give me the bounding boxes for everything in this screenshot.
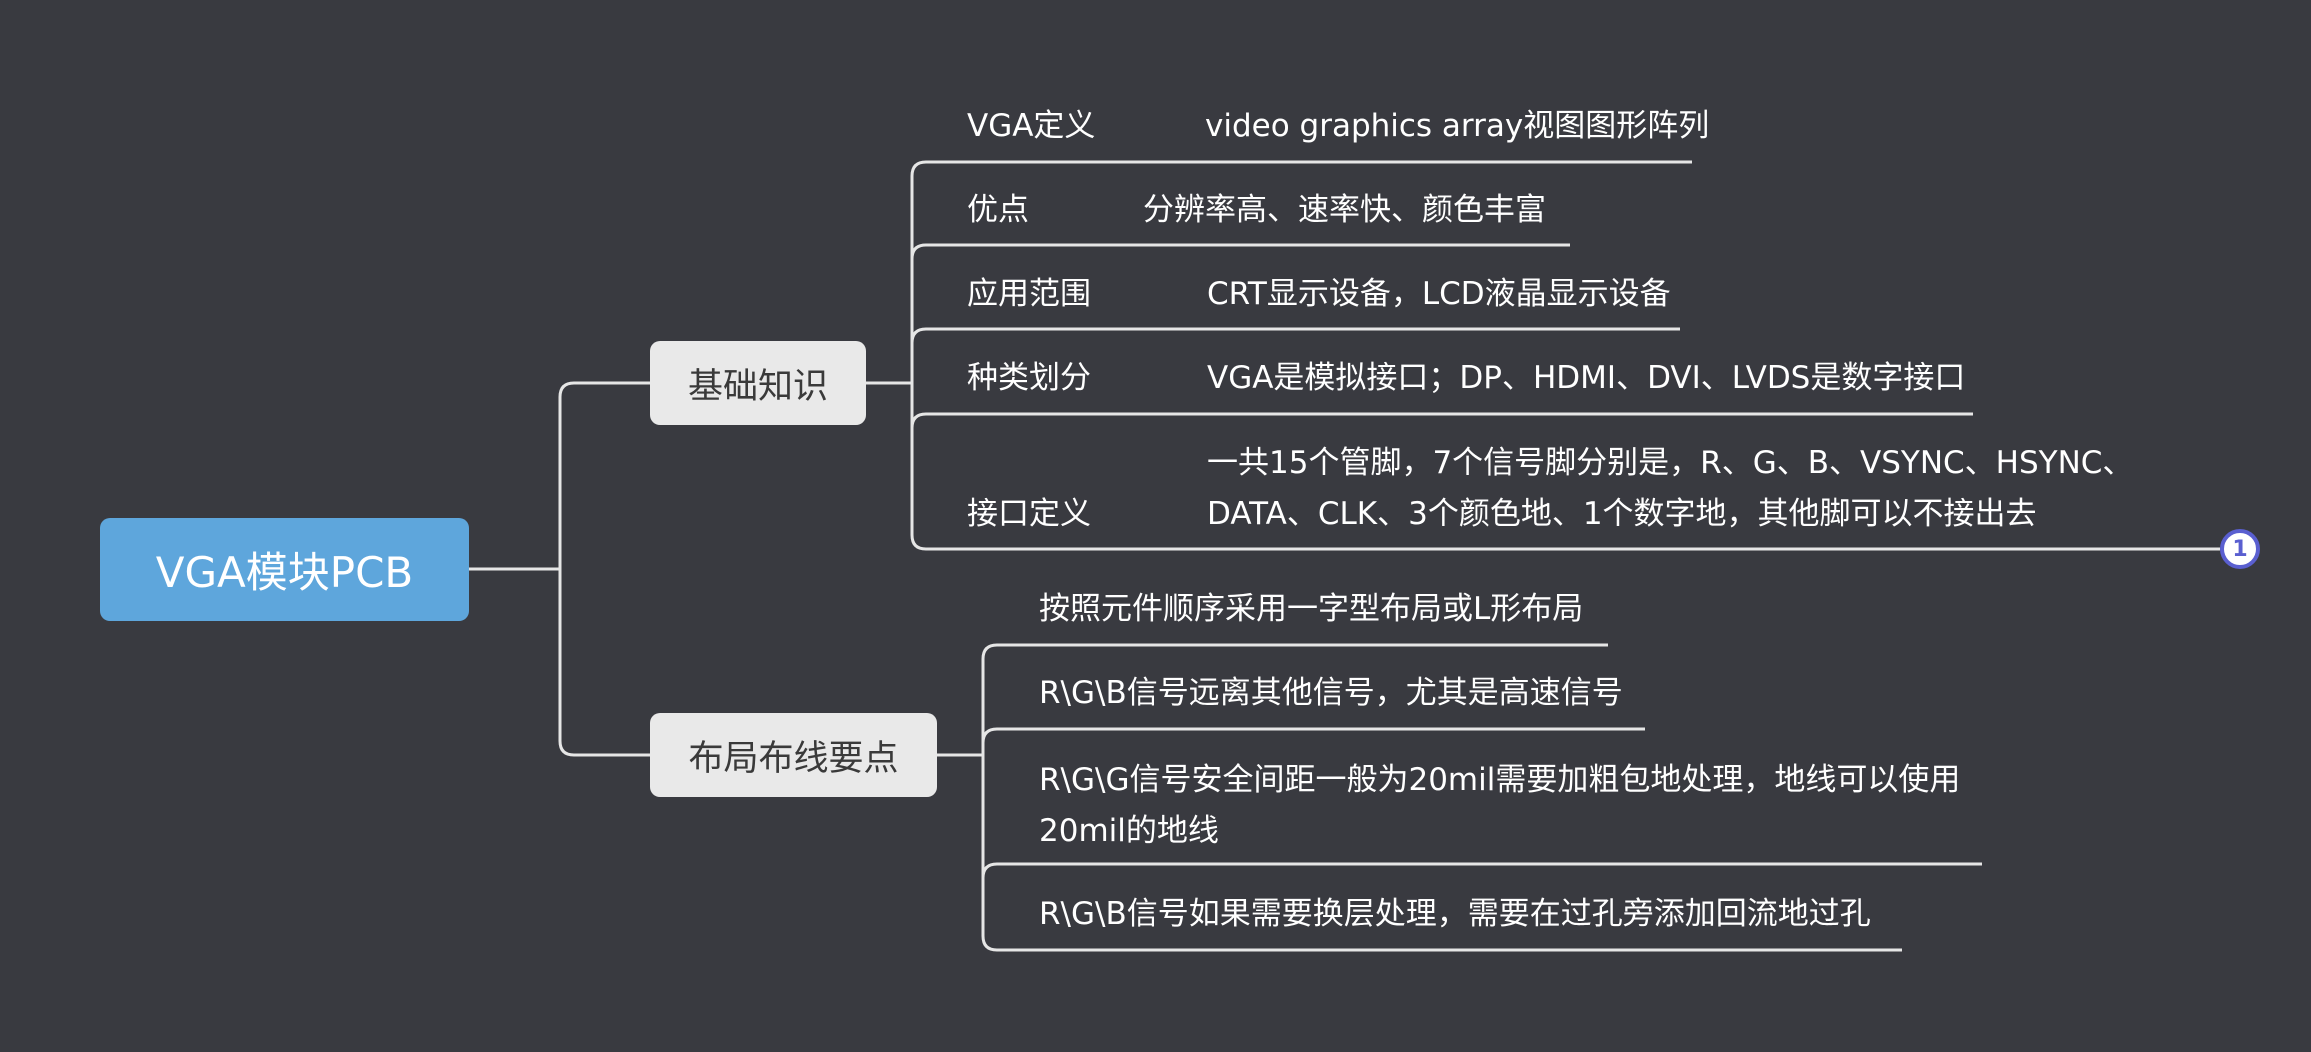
subtopic-rgb-spacing[interactable]: R\G\G信号安全间距一般为20mil需要加粗包地处理，地线可以使用20mil的…	[1039, 762, 1961, 849]
branch-topic-label: 基础知识	[687, 366, 828, 407]
subtopic-classification-value[interactable]: VGA是模拟接口；DP、HDMI、DVI、LVDS是数字接口	[1207, 360, 1966, 396]
underline-b2-item-0	[981, 643, 1608, 660]
connector-b2-spine	[981, 659, 998, 952]
subtopic-vga-definition-value[interactable]: video graphics array视图图形阵列	[1205, 108, 1710, 144]
branch-topic-layout-routing[interactable]: 布局布线要点	[650, 713, 937, 797]
subtopic-rgb-layer-change[interactable]: R\G\B信号如果需要换层处理，需要在过孔旁添加回流地过孔	[1039, 896, 1871, 932]
underline-b2-item-2	[981, 862, 1982, 879]
subtopic-application-range-value[interactable]: CRT显示设备，LCD液晶显示设备	[1207, 276, 1671, 312]
root-topic-label: VGA模块PCB	[155, 548, 414, 597]
subtopic-classification[interactable]: 种类划分	[967, 360, 1091, 396]
subtopic-advantages[interactable]: 优点	[967, 192, 1029, 228]
underline-b2-item-1	[981, 727, 1645, 744]
subtopic-advantages-value[interactable]: 分辨率高、速率快、颜色丰富	[1143, 192, 1546, 228]
subtopic-layout-order[interactable]: 按照元件顺序采用一字型布局或L形布局	[1039, 591, 1584, 627]
subtopic-interface-definition[interactable]: 接口定义	[967, 496, 1091, 532]
underline-b1-item-1	[910, 243, 1570, 260]
connector-b1-spine	[910, 176, 927, 551]
subtopic-rgb-separation[interactable]: R\G\B信号远离其他信号，尤其是高速信号	[1039, 675, 1623, 711]
underline-b1-item-3	[910, 412, 1973, 429]
branch-topic-basics[interactable]: 基础知识	[650, 341, 866, 425]
connector-branch-1	[558, 381, 650, 569]
subtopic-interface-definition-value[interactable]: 一共15个管脚，7个信号脚分别是，R、G、B、VSYNC、HSYNC、DATA、…	[1207, 445, 2134, 532]
branch-topic-label: 布局布线要点	[688, 738, 899, 779]
underline-b1-item-0	[910, 160, 1692, 177]
subtopic-application-range[interactable]: 应用范围	[967, 276, 1091, 312]
connector-branch-2	[558, 569, 650, 757]
task-marker-icon[interactable]: 1	[2220, 529, 2260, 569]
subtopic-vga-definition[interactable]: VGA定义	[967, 108, 1096, 144]
root-topic[interactable]: VGA模块PCB	[100, 518, 469, 621]
underline-b1-item-2	[910, 327, 1680, 344]
